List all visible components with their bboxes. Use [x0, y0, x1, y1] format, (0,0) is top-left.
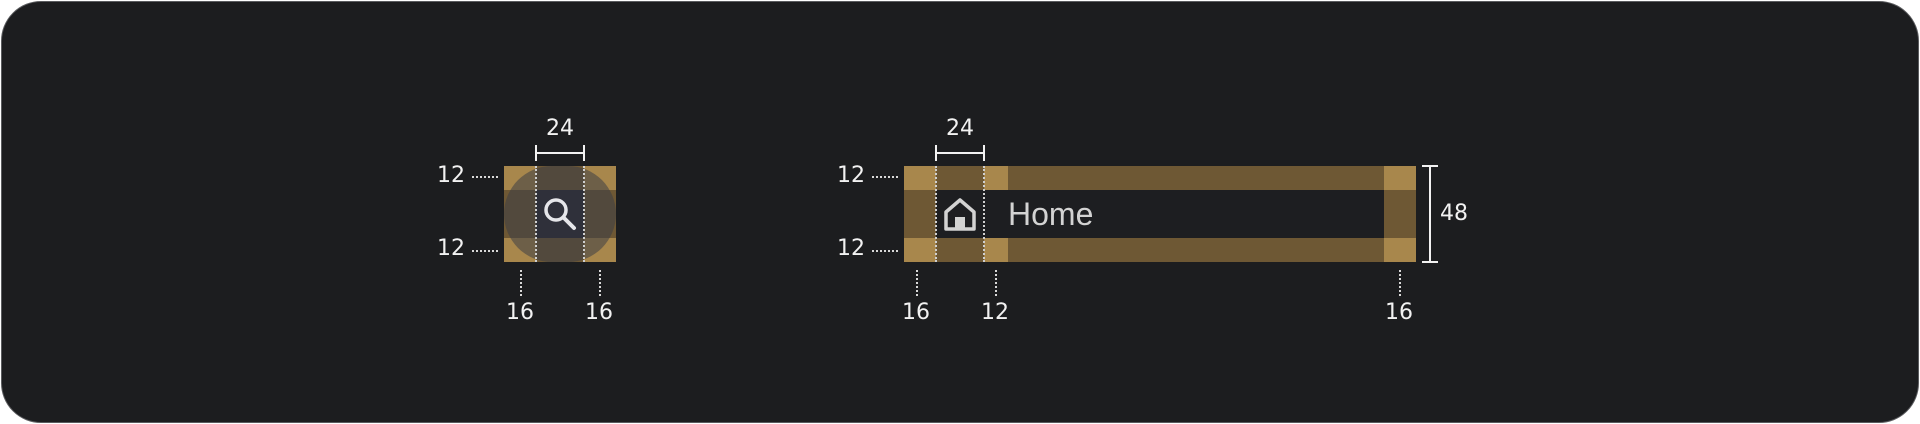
- icon-button-bottom-padding-value: 12: [437, 236, 465, 261]
- nav-item-height-tick-top: [1422, 165, 1438, 167]
- search-icon: [544, 198, 576, 230]
- icon-button-left-padding-value: 16: [506, 300, 534, 325]
- nav-item-height-tick-bottom: [1422, 261, 1438, 263]
- icon-button-top-padding-value: 12: [437, 163, 465, 188]
- icon-button-top-padding-guide: [472, 176, 498, 178]
- nav-item-icon-width-tick-right: [983, 145, 985, 161]
- nav-item-right-padding-guide: [1399, 270, 1401, 296]
- icon-button-right-padding-guide: [599, 270, 601, 296]
- home-icon: [944, 198, 976, 231]
- nav-item-icon-width-value: 24: [946, 116, 974, 141]
- icon-button-right-padding-value: 16: [585, 300, 613, 325]
- nav-item-gap-value: 12: [981, 300, 1009, 325]
- nav-item-icon-guide-right: [983, 166, 985, 262]
- nav-item-gap-guide: [995, 270, 997, 296]
- nav-item-label: Home: [1008, 196, 1094, 232]
- nav-item-left-padding-value: 16: [902, 300, 930, 325]
- nav-item-left-padding-guide: [916, 270, 918, 296]
- nav-item-height-line: [1429, 166, 1431, 262]
- nav-item-icon-guide-left: [935, 166, 937, 262]
- icon-button-icon-guide-left: [535, 166, 537, 262]
- nav-item-top-padding-value: 12: [837, 163, 865, 188]
- nav-item-icon-width-tick-left: [935, 145, 937, 161]
- icon-button-bottom-padding-guide: [472, 250, 498, 252]
- icon-button-icon-width-tick-right: [583, 145, 585, 161]
- icon-button-icon-guide-right: [583, 166, 585, 262]
- nav-item-content-area: [936, 190, 1384, 238]
- icon-button-left-padding-guide: [520, 270, 522, 296]
- nav-item-bottom-padding-value: 12: [837, 236, 865, 261]
- nav-item-height-value: 48: [1440, 201, 1468, 226]
- icon-button-icon-width-tick-left: [535, 145, 537, 161]
- nav-item-bottom-padding-guide: [872, 250, 898, 252]
- icon-button-icon-width-value: 24: [546, 116, 574, 141]
- nav-item-top-padding-guide: [872, 176, 898, 178]
- icon-button-icon-area: [536, 190, 584, 238]
- nav-item-icon-width-line: [936, 152, 984, 154]
- icon-button-icon-width-line: [536, 152, 584, 154]
- nav-item-right-padding-value: 16: [1385, 300, 1413, 325]
